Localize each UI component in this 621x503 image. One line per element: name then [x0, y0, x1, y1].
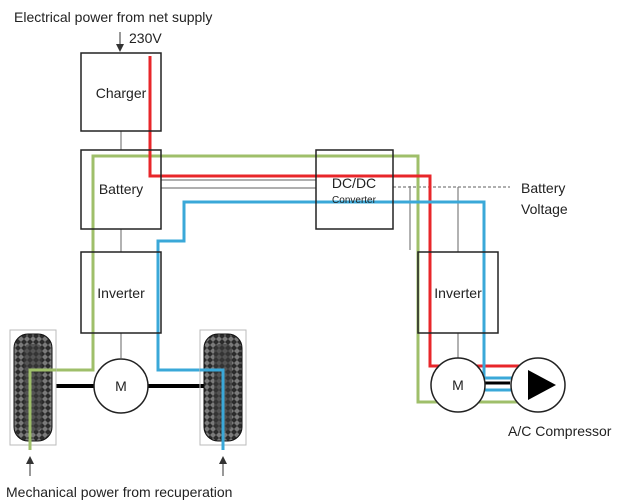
recuperation-arrow-right-head — [219, 456, 227, 464]
inverter-left-box — [80, 251, 162, 334]
inverter-right-box — [417, 251, 499, 334]
compressor-triangle-icon — [528, 370, 556, 400]
battery-voltage-line1: Battery — [521, 180, 565, 196]
red-line — [148, 56, 522, 368]
inverter-right-label: Inverter — [434, 285, 482, 301]
net-supply-label: Electrical power from net supply — [14, 9, 212, 25]
blue-line-over-wheel — [200, 368, 225, 450]
dcdc-title: DC/DC — [332, 175, 376, 191]
left-wheel — [9, 329, 57, 446]
battery-label: Battery — [99, 181, 143, 197]
dcdc-subtitle: Converter — [332, 195, 377, 206]
supply-arrow-head — [116, 44, 124, 52]
compressor-label: A/C Compressor — [508, 423, 612, 439]
recuperation-arrow-left-head — [26, 456, 34, 464]
inverter-left-label: Inverter — [97, 285, 145, 301]
charger-label: Charger — [96, 85, 147, 101]
left-motor — [93, 358, 149, 414]
dcdc-box — [315, 149, 394, 230]
right-motor-label: M — [452, 377, 464, 393]
battery-box — [80, 149, 162, 230]
battery-voltage-line2: Voltage — [521, 201, 568, 217]
green-line-over-wheel — [28, 368, 56, 450]
right-motor — [430, 357, 486, 413]
left-motor-label: M — [115, 378, 127, 394]
recuperation-label: Mechanical power from recuperation — [6, 484, 232, 500]
voltage-label: 230V — [129, 30, 162, 46]
charger-box — [80, 52, 162, 132]
gray-wiring — [120, 131, 510, 363]
